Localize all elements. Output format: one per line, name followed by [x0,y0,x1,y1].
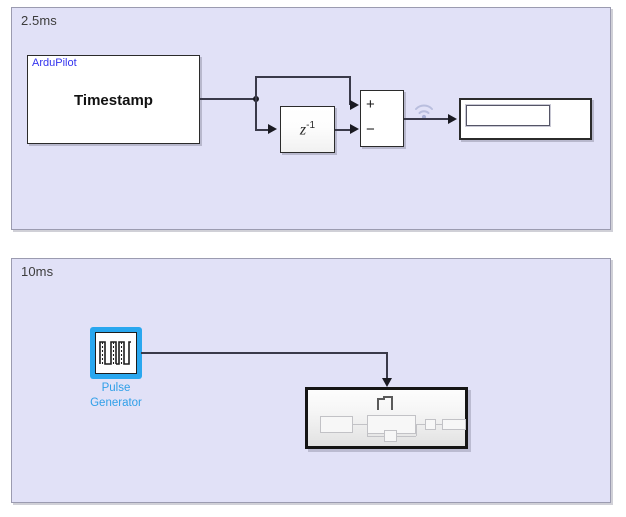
display-screen [465,104,551,127]
sum-minus-sign: − [366,121,375,138]
block-pulse-generator[interactable]: Pulse Generator [90,327,142,409]
block-sum[interactable]: + − [360,90,404,147]
wire-sum-to-display [404,118,452,120]
rising-pulse-trigger-icon [377,396,393,410]
block-triggered-subsystem[interactable] [305,387,468,449]
timestamp-label: Timestamp [74,92,153,109]
arrow-subsystem-trigger-input [381,378,392,387]
panel-25ms[interactable]: 2.5ms ArduPilot Timestamp z-1 + − [11,7,611,230]
mini-wire-fb-bottom [367,436,384,437]
pulse-generator-body [95,332,137,374]
wire-delay-to-sum [335,129,351,131]
wire-branch-up [255,76,257,99]
wire-down-to-sum-plus [349,76,351,105]
mini-wire-1 [353,424,367,425]
wire-branch-down [255,98,257,130]
block-display[interactable] [459,98,592,140]
ardupilot-sublabel: ArduPilot [32,57,77,69]
mini-wire-3 [436,424,442,425]
arrow-display-input [448,113,457,124]
mini-wire-2 [416,424,425,425]
panel-25ms-label: 2.5ms [21,13,57,28]
wire-branch-to-delay [255,129,271,131]
pulse-generator-label-line1: Pulse [101,382,131,394]
panel-10ms[interactable]: 10ms Pulse Generator [11,258,611,503]
mini-block-output [442,419,466,430]
subsystem-contents [308,390,466,446]
pulse-train-icon [99,341,131,365]
mini-wire-fb-bottom2 [397,436,416,437]
wifi-broadcast-icon [413,101,435,121]
block-ardupilot-timestamp[interactable]: ArduPilot Timestamp [27,55,200,144]
arrow-sum-plus-input [350,99,359,110]
pulse-generator-label-line2: Generator [90,397,142,409]
mini-block-input [320,416,353,433]
block-unit-delay[interactable]: z-1 [280,106,335,153]
sum-plus-sign: + [366,96,375,113]
wire-timestamp-out [200,98,256,100]
wire-pulse-down-to-trigger [386,352,388,382]
mini-wire-fb-right [416,424,417,436]
arrow-unit-delay-input [268,124,277,134]
wire-branch-up-to-sum [255,76,350,78]
mini-block-gain [425,419,436,430]
mini-block-feedback [384,430,397,442]
unit-delay-label: z-1 [299,119,316,138]
mini-wire-fb-left [367,424,368,436]
panel-10ms-label: 10ms [21,264,54,279]
arrow-sum-minus-input [350,124,359,134]
wire-pulse-to-subsystem [141,352,388,354]
